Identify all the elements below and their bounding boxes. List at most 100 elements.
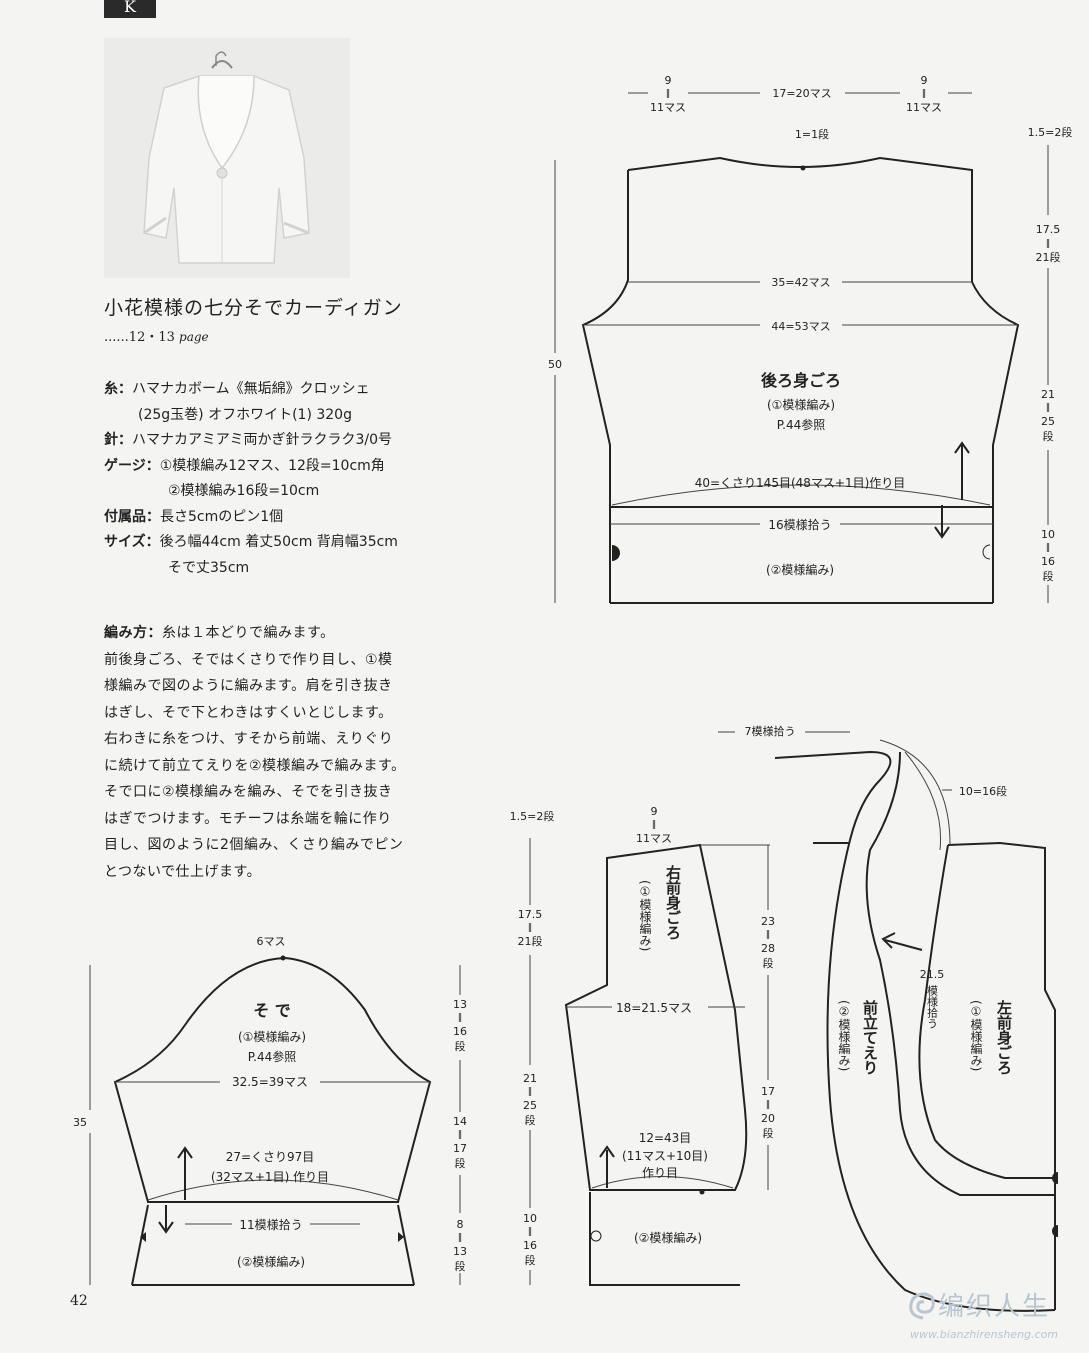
size-label: サイズ：	[104, 534, 160, 550]
svg-text:‖: ‖	[458, 1233, 463, 1243]
sleeve-pattern-1: (①模様編み)	[238, 1029, 306, 1044]
front-cast-1: 12=43目	[639, 1131, 692, 1145]
gauge-label: ゲージ：	[104, 457, 160, 474]
watermark-logo	[903, 1286, 1083, 1346]
sleeve-top: 6マス	[257, 935, 286, 948]
method-line: 目し、図のように2個編み、くさり編みでピン	[104, 837, 404, 853]
gauge-line1: ①模様編み12マス、12段=10cm角	[159, 457, 385, 474]
front-m-1b: 28	[761, 942, 775, 955]
accessory-text: 長さ5cmのピン1個	[160, 508, 284, 525]
method-line: はぎでつけます。モチーフは糸端を輪に作り	[104, 810, 392, 827]
yarn-label: 糸：	[104, 381, 132, 397]
pattern-title: 小花模様の七分そでカーディガン	[104, 297, 403, 319]
yarn-line1: ハマナカボーム《無垢綿》クロッシェ	[132, 381, 370, 397]
back-top-left-b: 11マス	[650, 101, 686, 114]
back-top-left-a: 9	[665, 74, 672, 87]
svg-text:‖: ‖	[652, 820, 657, 830]
swirl-icon	[909, 1292, 935, 1320]
front-top-a: 9	[651, 805, 658, 818]
watermark-url: www.bianzhirensheng.com	[910, 1328, 1059, 1341]
method-label: 編み方：	[104, 625, 162, 641]
left-front-name: 左前身ごろ	[995, 999, 1013, 1075]
front-left-top: 1.5=2段	[510, 809, 555, 823]
sleeve-r-1c: 段	[455, 1039, 466, 1053]
section-badge: K	[104, 0, 156, 18]
sleeve-r-1a: 13	[453, 998, 467, 1011]
method-line: 様編みで図のように編みます。肩を引き抜き	[104, 678, 393, 694]
svg-text:‖: ‖	[1046, 239, 1051, 249]
method-instructions: 編み方：糸は１本どりで編みます。 前後身ごろ、そではくさりで作り目し、①模 様編…	[104, 620, 406, 885]
back-labels: 9 ‖ 11マス 17=20マス 9 ‖ 11マス 1=1段 35=42マス 4…	[548, 74, 1072, 583]
front-band-name: 前立てえり	[861, 999, 879, 1075]
sleeve-r-2b: 17	[453, 1142, 467, 1155]
back-top-center: 17=20マス	[772, 87, 831, 100]
sleeve-r-3a: 8	[457, 1218, 464, 1231]
back-body-outline	[581, 156, 1020, 604]
back-width-44: 44=53マス	[771, 320, 830, 333]
accessory-label: 付属品：	[104, 508, 160, 525]
needle-label: 針：	[104, 432, 132, 448]
method-line: に続けて前立てえりを②模様編みで編みます。	[104, 757, 406, 774]
vertical-sublabels: (①模様編み) (②模様編み) (①模様編み) 模様拾う	[638, 880, 983, 1071]
sleeve-height: 35	[73, 1116, 87, 1129]
band-pickup-b: 模様拾う	[926, 985, 939, 1029]
front-band-outline	[774, 750, 1056, 1312]
back-right-top: 1.5=2段	[1028, 125, 1073, 139]
sleeve-r-2c: 段	[455, 1156, 466, 1170]
svg-text:‖: ‖	[922, 89, 927, 99]
size-line1: 後ろ幅44cm 着丈50cm 背肩幅35cm	[159, 534, 398, 550]
front-cast-3: 作り目	[642, 1166, 678, 1180]
sleeve-pickup: 11模様拾う	[239, 1217, 302, 1232]
sleeve-width: 32.5=39マス	[232, 1075, 308, 1089]
right-front-name: 右前身ごろ	[664, 864, 682, 940]
sleeve-r-2a: 14	[453, 1115, 467, 1128]
right-front-pattern: (①模様編み)	[638, 880, 652, 951]
svg-text:‖: ‖	[666, 89, 671, 99]
front-l-1a: 17.5	[518, 908, 543, 921]
back-right-2a: 21	[1041, 388, 1055, 401]
svg-text:‖: ‖	[528, 923, 533, 933]
sleeve-outline	[113, 956, 432, 1286]
yarn-line2: (25g玉巻) オフホワイト(1) 320g	[138, 406, 352, 423]
gauge-line2: ②模様編み16段=10cm	[168, 483, 320, 499]
sleeve-pattern-2: (②模様編み)	[237, 1254, 305, 1269]
front-cast-2: (11マス+10目)	[622, 1149, 708, 1163]
back-right-2b: 25	[1041, 415, 1055, 428]
page-reference: ......12・13 page	[104, 326, 209, 345]
method-line: 右わきに糸をつけ、すそから前端、えりぐり	[104, 731, 394, 747]
band-pickup-a: 21.5	[920, 968, 945, 981]
svg-text:‖: ‖	[1046, 543, 1051, 553]
front-l-2b: 25	[523, 1099, 537, 1112]
svg-text:‖: ‖	[1046, 403, 1051, 413]
right-front-outline	[564, 843, 748, 1286]
sleeve-cast-1: 27=くさり97目	[226, 1150, 315, 1164]
sleeve-cast-2: (32マス+1目) 作り目	[211, 1170, 329, 1184]
size-line2: そで丈35cm	[168, 559, 250, 576]
back-right-3b: 16	[1041, 555, 1055, 568]
page-reference-numbers: ......12・13	[104, 330, 175, 345]
front-l-2a: 21	[523, 1072, 537, 1085]
method-line: 前後身ごろ、そではくさりで作り目し、①模	[104, 651, 393, 668]
sleeve-name: そ で	[253, 1001, 291, 1020]
method-line: そで口に②模様編みを編み、そでを引き抜き	[104, 784, 393, 800]
svg-text:‖: ‖	[766, 930, 771, 940]
collar-width: 10=16段	[959, 784, 1007, 798]
sleeve-ref: P.44参照	[248, 1049, 296, 1064]
front-m-1a: 23	[761, 915, 775, 928]
back-body-name: 後ろ身ごろ	[761, 371, 841, 390]
front-l-3c: 段	[525, 1253, 536, 1267]
front-l-1b: 21段	[518, 934, 543, 948]
needle-text: ハマナカアミアミ両かぎ針ラクラク3/0号	[132, 432, 392, 448]
front-pickup-7: 7模様拾う	[745, 724, 796, 738]
svg-text:‖: ‖	[458, 1013, 463, 1023]
front-width: 18=21.5マス	[616, 1001, 692, 1015]
page-reference-suffix: page	[179, 330, 209, 344]
method-line: とつないで仕上げます。	[104, 863, 262, 880]
sleeve-r-1b: 16	[453, 1025, 467, 1038]
watermark-text: 编织人生	[938, 1292, 1051, 1322]
front-top-b: 11マス	[636, 832, 672, 845]
back-pickup: 16模様拾う	[768, 517, 831, 532]
back-right-3a: 10	[1041, 528, 1055, 541]
back-ref: P.44参照	[777, 417, 825, 432]
